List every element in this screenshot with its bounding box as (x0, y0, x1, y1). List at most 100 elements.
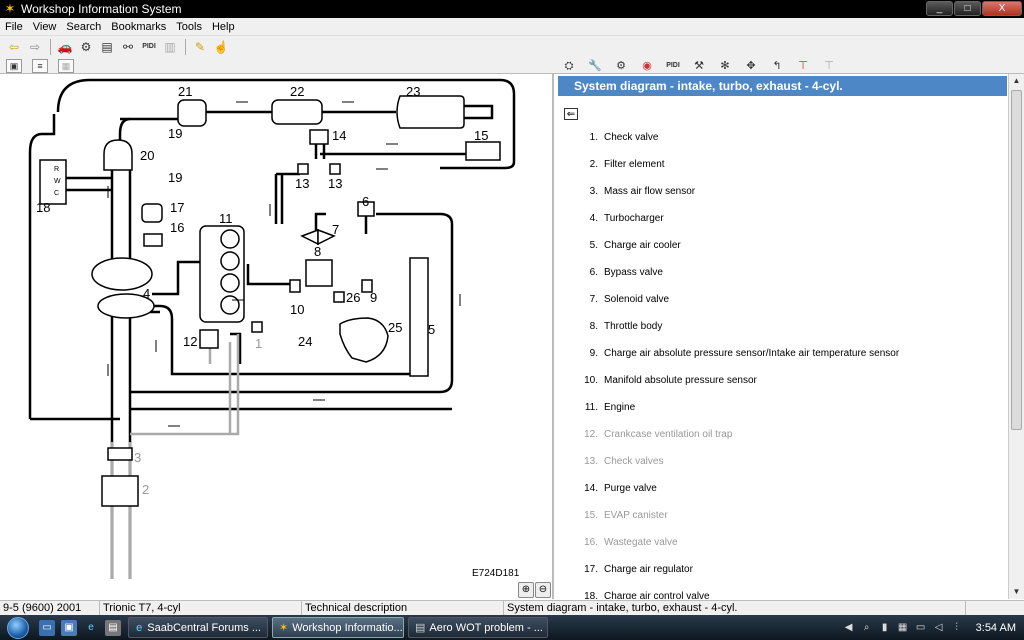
part-list-item[interactable]: 15.EVAP canister (576, 502, 996, 529)
diagram-callout[interactable]: 12 (183, 334, 198, 349)
task-saabcentral[interactable]: e SaabCentral Forums ... (128, 617, 268, 638)
diagram-callout[interactable]: 8 (314, 244, 322, 259)
part-list-item[interactable]: 13.Check valves (576, 448, 996, 475)
part-list-item[interactable]: 16.Wastegate valve (576, 529, 996, 556)
settings-icon[interactable]: ✻ (720, 60, 730, 72)
scroll-up-icon[interactable]: ▲ (1012, 76, 1021, 85)
tray-arrow-icon[interactable]: ◀ (844, 621, 853, 633)
part-list-item[interactable]: 9.Charge air absolute pressure sensor/In… (576, 340, 996, 367)
menu-bookmarks[interactable]: Bookmarks (111, 20, 167, 33)
alert-icon[interactable]: ◉ (642, 60, 652, 72)
diagram-callout[interactable]: 17 (170, 200, 185, 215)
back-link-icon[interactable]: ⇐ (564, 108, 578, 120)
part-list-item[interactable]: 6.Bypass valve (576, 259, 996, 286)
battery-icon[interactable]: ▮ (881, 621, 888, 633)
diagram-callout[interactable]: 9 (370, 290, 378, 305)
pencil-icon[interactable]: ✎ (194, 40, 206, 54)
diagram-callout[interactable]: 23 (406, 84, 421, 99)
maximize-button[interactable]: □ (954, 1, 981, 16)
diagram-callout[interactable]: 19 (168, 170, 183, 185)
start-button[interactable] (0, 615, 36, 640)
diagram-callout[interactable]: 26 (346, 290, 361, 305)
binoculars-icon[interactable]: ⚯ (122, 40, 134, 54)
diagram-callout[interactable]: 6 (362, 194, 370, 209)
menu-search[interactable]: Search (66, 20, 102, 33)
diagram-callout[interactable]: 18 (36, 200, 51, 215)
part-list-item[interactable]: 12.Crankcase ventilation oil trap (576, 421, 996, 448)
tool-icon[interactable]: ⚒ (694, 60, 704, 72)
diagram-callout[interactable]: 15 (474, 128, 489, 143)
tool-red-icon[interactable]: ⊤ (798, 60, 808, 72)
network-icon[interactable]: ▦ (897, 621, 908, 633)
part-list-item[interactable]: 14.Purge valve (576, 475, 996, 502)
part-list-item[interactable]: 4.Turbocharger (576, 205, 996, 232)
forward-arrow-icon[interactable]: ⇨ (29, 40, 41, 54)
engine-icon[interactable]: ⛭ (564, 60, 574, 72)
diagram-callout[interactable]: 16 (170, 220, 185, 235)
return-icon[interactable]: ↰ (772, 60, 782, 72)
wifi-icon[interactable]: ⫶ (955, 621, 958, 633)
diagram-callout[interactable]: 1 (255, 336, 263, 351)
scroll-down-icon[interactable]: ▼ (1012, 587, 1021, 596)
tool-gray-icon[interactable]: ⊤ (824, 60, 834, 72)
part-list-item[interactable]: 11.Engine (576, 394, 996, 421)
part-list-item[interactable]: 3.Mass air flow sensor (576, 178, 996, 205)
diagram-callout[interactable]: 11 (219, 211, 233, 226)
document-icon[interactable]: ▤ (101, 40, 113, 54)
part-list-item[interactable]: 18.Charge air control valve (576, 583, 996, 599)
scroll-thumb[interactable] (1011, 90, 1022, 430)
window-switch-icon[interactable]: ▣ (61, 619, 77, 636)
diagram-callout[interactable]: 13 (328, 176, 343, 191)
part-list-item[interactable]: 5.Charge air cooler (576, 232, 996, 259)
diagram-callout[interactable]: 2 (142, 482, 150, 497)
diagram-callout[interactable]: 20 (140, 148, 155, 163)
image-view-icon[interactable]: ▦ (58, 59, 74, 73)
zoom-out-icon[interactable]: ⊖ (535, 582, 551, 598)
diagram-callout[interactable]: 13 (295, 176, 310, 191)
diagram-callout[interactable]: 4 (143, 286, 151, 301)
minimize-button[interactable]: _ (926, 1, 953, 16)
diagram-callout[interactable]: 3 (134, 450, 142, 465)
diagram-callout[interactable]: 5 (428, 322, 436, 337)
wrench-icon[interactable]: 🔧 (588, 60, 602, 72)
part-list-item[interactable]: 8.Throttle body (576, 313, 996, 340)
move-icon[interactable]: ✥ (746, 60, 756, 72)
menu-help[interactable]: Help (211, 20, 235, 33)
diagram-callout[interactable]: 25 (388, 320, 403, 335)
back-arrow-icon[interactable]: ⇦ (8, 40, 20, 54)
diagram-callout[interactable]: 14 (332, 128, 347, 143)
part-list-item[interactable]: 10.Manifold absolute pressure sensor (576, 367, 996, 394)
part-list-item[interactable]: 2.Filter element (576, 151, 996, 178)
part-list-item[interactable]: 1.Check valve (576, 124, 996, 151)
diagram-callout[interactable]: 19 (168, 126, 183, 141)
search-icon[interactable]: ⌕ (863, 621, 870, 633)
diagram-callout[interactable]: 24 (298, 334, 313, 349)
internet-explorer-icon[interactable]: e (88, 621, 94, 633)
diagram-callout[interactable]: 22 (290, 84, 305, 99)
list-view-icon[interactable]: ≡ (32, 59, 48, 73)
outline-view-icon[interactable]: ▣ (6, 59, 22, 73)
trash-icon[interactable]: ▥ (164, 40, 176, 54)
display-icon[interactable]: ▭ (915, 621, 926, 633)
part-list-item[interactable]: 7.Solenoid valve (576, 286, 996, 313)
diagram-callout[interactable]: 21 (178, 84, 193, 99)
diagram-callout[interactable]: 7 (332, 222, 340, 237)
volume-icon[interactable]: ◁ (934, 621, 943, 633)
task-aero-wot[interactable]: ▤ Aero WOT problem - ... (408, 617, 548, 638)
parts-icon[interactable]: ⚙ (80, 40, 92, 54)
close-button[interactable]: X (982, 1, 1022, 16)
quick-launch-icon[interactable]: ▤ (105, 619, 121, 636)
show-desktop-icon[interactable]: ▭ (39, 619, 55, 636)
pidi-button-right[interactable]: PIDI (666, 62, 680, 69)
gears-icon[interactable]: ⚙ (616, 60, 626, 72)
part-list-item[interactable]: 17.Charge air regulator (576, 556, 996, 583)
menu-view[interactable]: View (32, 20, 57, 33)
pointer-icon[interactable]: ☝ (213, 40, 229, 54)
task-workshop[interactable]: ✶ Workshop Informatio... (272, 617, 404, 638)
diagram-callout[interactable]: 10 (290, 302, 305, 317)
vertical-scrollbar[interactable]: ▲ ▼ (1008, 74, 1024, 599)
car-icon[interactable]: 🚗 (57, 40, 73, 54)
menu-file[interactable]: File (5, 20, 23, 33)
zoom-in-icon[interactable]: ⊕ (518, 582, 534, 598)
pidi-button[interactable]: PIDI (142, 43, 156, 50)
